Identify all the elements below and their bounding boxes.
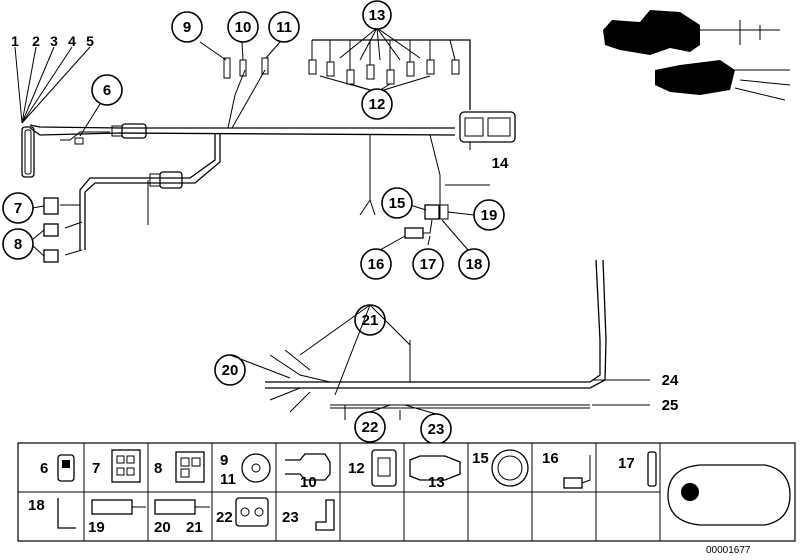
legend-23: 23 <box>282 509 299 526</box>
callout-15: 15 <box>389 195 406 212</box>
callout-1: 1 <box>11 33 19 49</box>
callout-3: 3 <box>50 33 58 49</box>
callout-23: 23 <box>428 421 445 438</box>
legend-8: 8 <box>154 460 162 477</box>
legend-15: 15 <box>472 450 489 467</box>
callout-25: 25 <box>662 397 679 414</box>
main-harness <box>21 39 516 263</box>
callout-7: 7 <box>14 200 22 217</box>
legend-12: 12 <box>348 460 365 477</box>
overview-thumbnail <box>603 10 791 101</box>
callout-9: 9 <box>183 19 191 36</box>
callout-6: 6 <box>103 82 111 99</box>
callout-19: 19 <box>481 207 498 224</box>
callout-5: 5 <box>86 33 94 49</box>
legend-16: 16 <box>542 450 559 467</box>
callout-11: 11 <box>276 19 292 36</box>
parts-legend-table: 6 7 8 9 11 10 12 13 15 16 17 18 19 20 21… <box>17 442 796 542</box>
legend-11: 11 <box>220 471 236 488</box>
callout-18: 18 <box>466 256 483 273</box>
callout-labels: 1 2 3 4 5 6 7 8 9 10 11 13 12 14 15 19 1… <box>2 0 679 445</box>
legend-18: 18 <box>28 497 45 514</box>
callout-4: 4 <box>68 33 76 49</box>
lower-harness <box>265 259 607 420</box>
legend-7: 7 <box>92 460 100 477</box>
callout-12: 12 <box>369 96 386 113</box>
document-number: 00001677 <box>706 545 751 556</box>
callout-8: 8 <box>14 236 22 253</box>
callout-2: 2 <box>32 33 40 49</box>
callout-17: 17 <box>420 256 437 273</box>
legend-17: 17 <box>618 455 635 472</box>
legend-9: 9 <box>220 452 228 469</box>
callout-leaders <box>14 27 475 257</box>
callout-16: 16 <box>368 256 385 273</box>
callout-20: 20 <box>222 362 239 379</box>
legend-22: 22 <box>216 509 233 526</box>
callout-14: 14 <box>492 155 509 172</box>
legend-19: 19 <box>88 519 105 536</box>
legend-10: 10 <box>300 474 317 491</box>
legend-13: 13 <box>428 474 445 491</box>
legend-21: 21 <box>186 519 203 536</box>
callout-10: 10 <box>235 19 252 36</box>
callout-13: 13 <box>369 7 386 24</box>
callout-24: 24 <box>662 372 679 389</box>
callout-22: 22 <box>362 419 379 436</box>
legend-20: 20 <box>154 519 171 536</box>
legend-6: 6 <box>40 460 48 477</box>
